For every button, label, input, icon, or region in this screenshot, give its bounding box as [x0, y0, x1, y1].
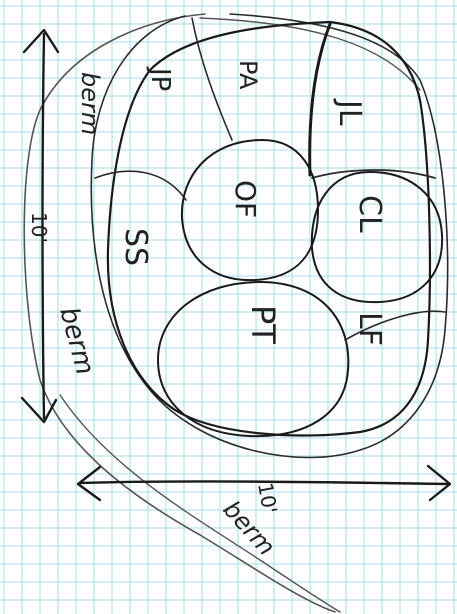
lf-divider [344, 310, 446, 341]
zone-label-pa: PA [234, 60, 262, 90]
berm-label-top: berm [76, 72, 104, 135]
zone-label-of: OF [229, 180, 262, 218]
middle-ring-outline [90, 13, 449, 459]
horizontal-dimension-label: 10' [253, 481, 282, 516]
jp-ss-divider [94, 170, 187, 201]
vertical-dimension-arrow [20, 28, 60, 424]
zone-label-jl: JL [332, 98, 367, 126]
jl-zone-boundary [308, 22, 332, 177]
berm-lower-inner-edge [59, 394, 341, 613]
zone-label-lf: LF [352, 312, 387, 346]
zone-label-jp: JP [145, 66, 175, 91]
of-circle [180, 139, 319, 282]
vertical-dimension-label: 10' [27, 212, 51, 243]
horizontal-dimension-arrow [76, 464, 452, 502]
zone-label-pt: PT [244, 305, 282, 344]
outer-berm-outline-inner [199, 17, 421, 91]
jl-cl-divider [311, 169, 436, 179]
inner-bed-outline [106, 20, 432, 437]
cl-circle [310, 171, 444, 304]
zone-label-cl: CL [352, 195, 387, 233]
berm-label-left: berm [53, 304, 100, 378]
pt-circle [157, 281, 350, 438]
outer-berm-outline [23, 13, 336, 613]
pa-jp-divider [191, 17, 233, 141]
zone-label-ss: SS [118, 228, 153, 266]
